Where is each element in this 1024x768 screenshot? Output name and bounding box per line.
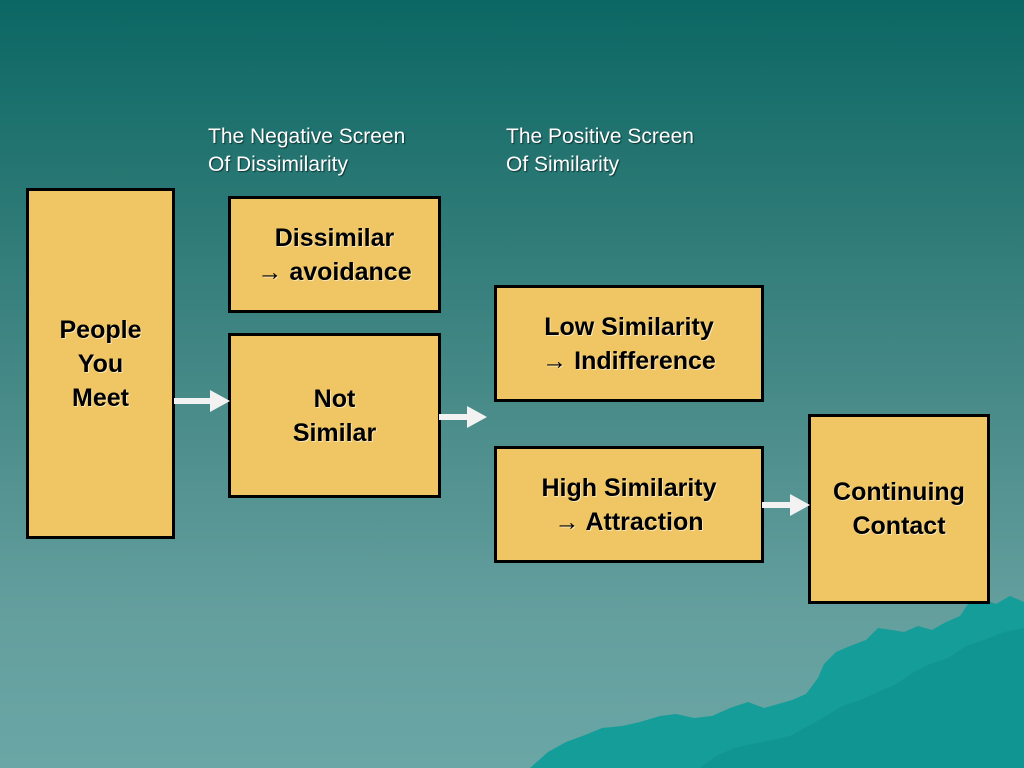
high-similarity-line1: High Similarity — [541, 473, 717, 502]
high-similarity-label: High Similarity → Attraction — [541, 471, 716, 539]
continuing-contact-box: Continuing Contact — [808, 414, 990, 604]
dissimilar-line1: Dissimilar — [274, 223, 395, 252]
people-you-meet-line3: Meet — [72, 383, 129, 412]
not-similar-label: Not Similar — [293, 382, 376, 450]
low-similarity-line1: Low Similarity — [544, 312, 714, 341]
dissimilar-avoidance-label: Dissimilar → avoidance — [257, 221, 411, 289]
arrow-right-icon — [174, 390, 230, 412]
not-similar-line1: Not — [313, 384, 356, 413]
dissimilar-line2: → avoidance — [257, 257, 412, 286]
negative-screen-caption: The Negative Screen Of Dissimilarity — [208, 123, 405, 179]
positive-screen-caption-line1: The Positive Screen — [506, 125, 694, 148]
low-similarity-label: Low Similarity → Indifference — [542, 310, 716, 378]
not-similar-box: Not Similar — [228, 333, 441, 498]
positive-screen-caption-line2: Of Similarity — [506, 153, 620, 176]
negative-screen-caption-line1: The Negative Screen — [208, 125, 406, 148]
negative-screen-caption-line2: Of Dissimilarity — [208, 153, 348, 176]
people-you-meet-label: People You Meet — [60, 313, 142, 415]
people-you-meet-line2: You — [77, 349, 124, 378]
arrow-right-icon — [762, 494, 810, 516]
people-you-meet-line1: People — [59, 315, 142, 344]
people-you-meet-box: People You Meet — [26, 188, 175, 539]
continuing-contact-label: Continuing Contact — [833, 475, 965, 543]
dissimilar-avoidance-box: Dissimilar → avoidance — [228, 196, 441, 313]
arrow-right-icon — [439, 406, 487, 428]
not-similar-line2: Similar — [292, 418, 377, 447]
positive-screen-caption: The Positive Screen Of Similarity — [506, 123, 694, 179]
high-similarity-box: High Similarity → Attraction — [494, 446, 764, 563]
low-similarity-line2: → Indifference — [542, 346, 716, 375]
low-similarity-box: Low Similarity → Indifference — [494, 285, 764, 402]
continuing-contact-line1: Continuing — [833, 478, 965, 506]
high-similarity-line2: → Attraction — [554, 507, 704, 536]
continuing-contact-line2: Contact — [852, 512, 946, 540]
